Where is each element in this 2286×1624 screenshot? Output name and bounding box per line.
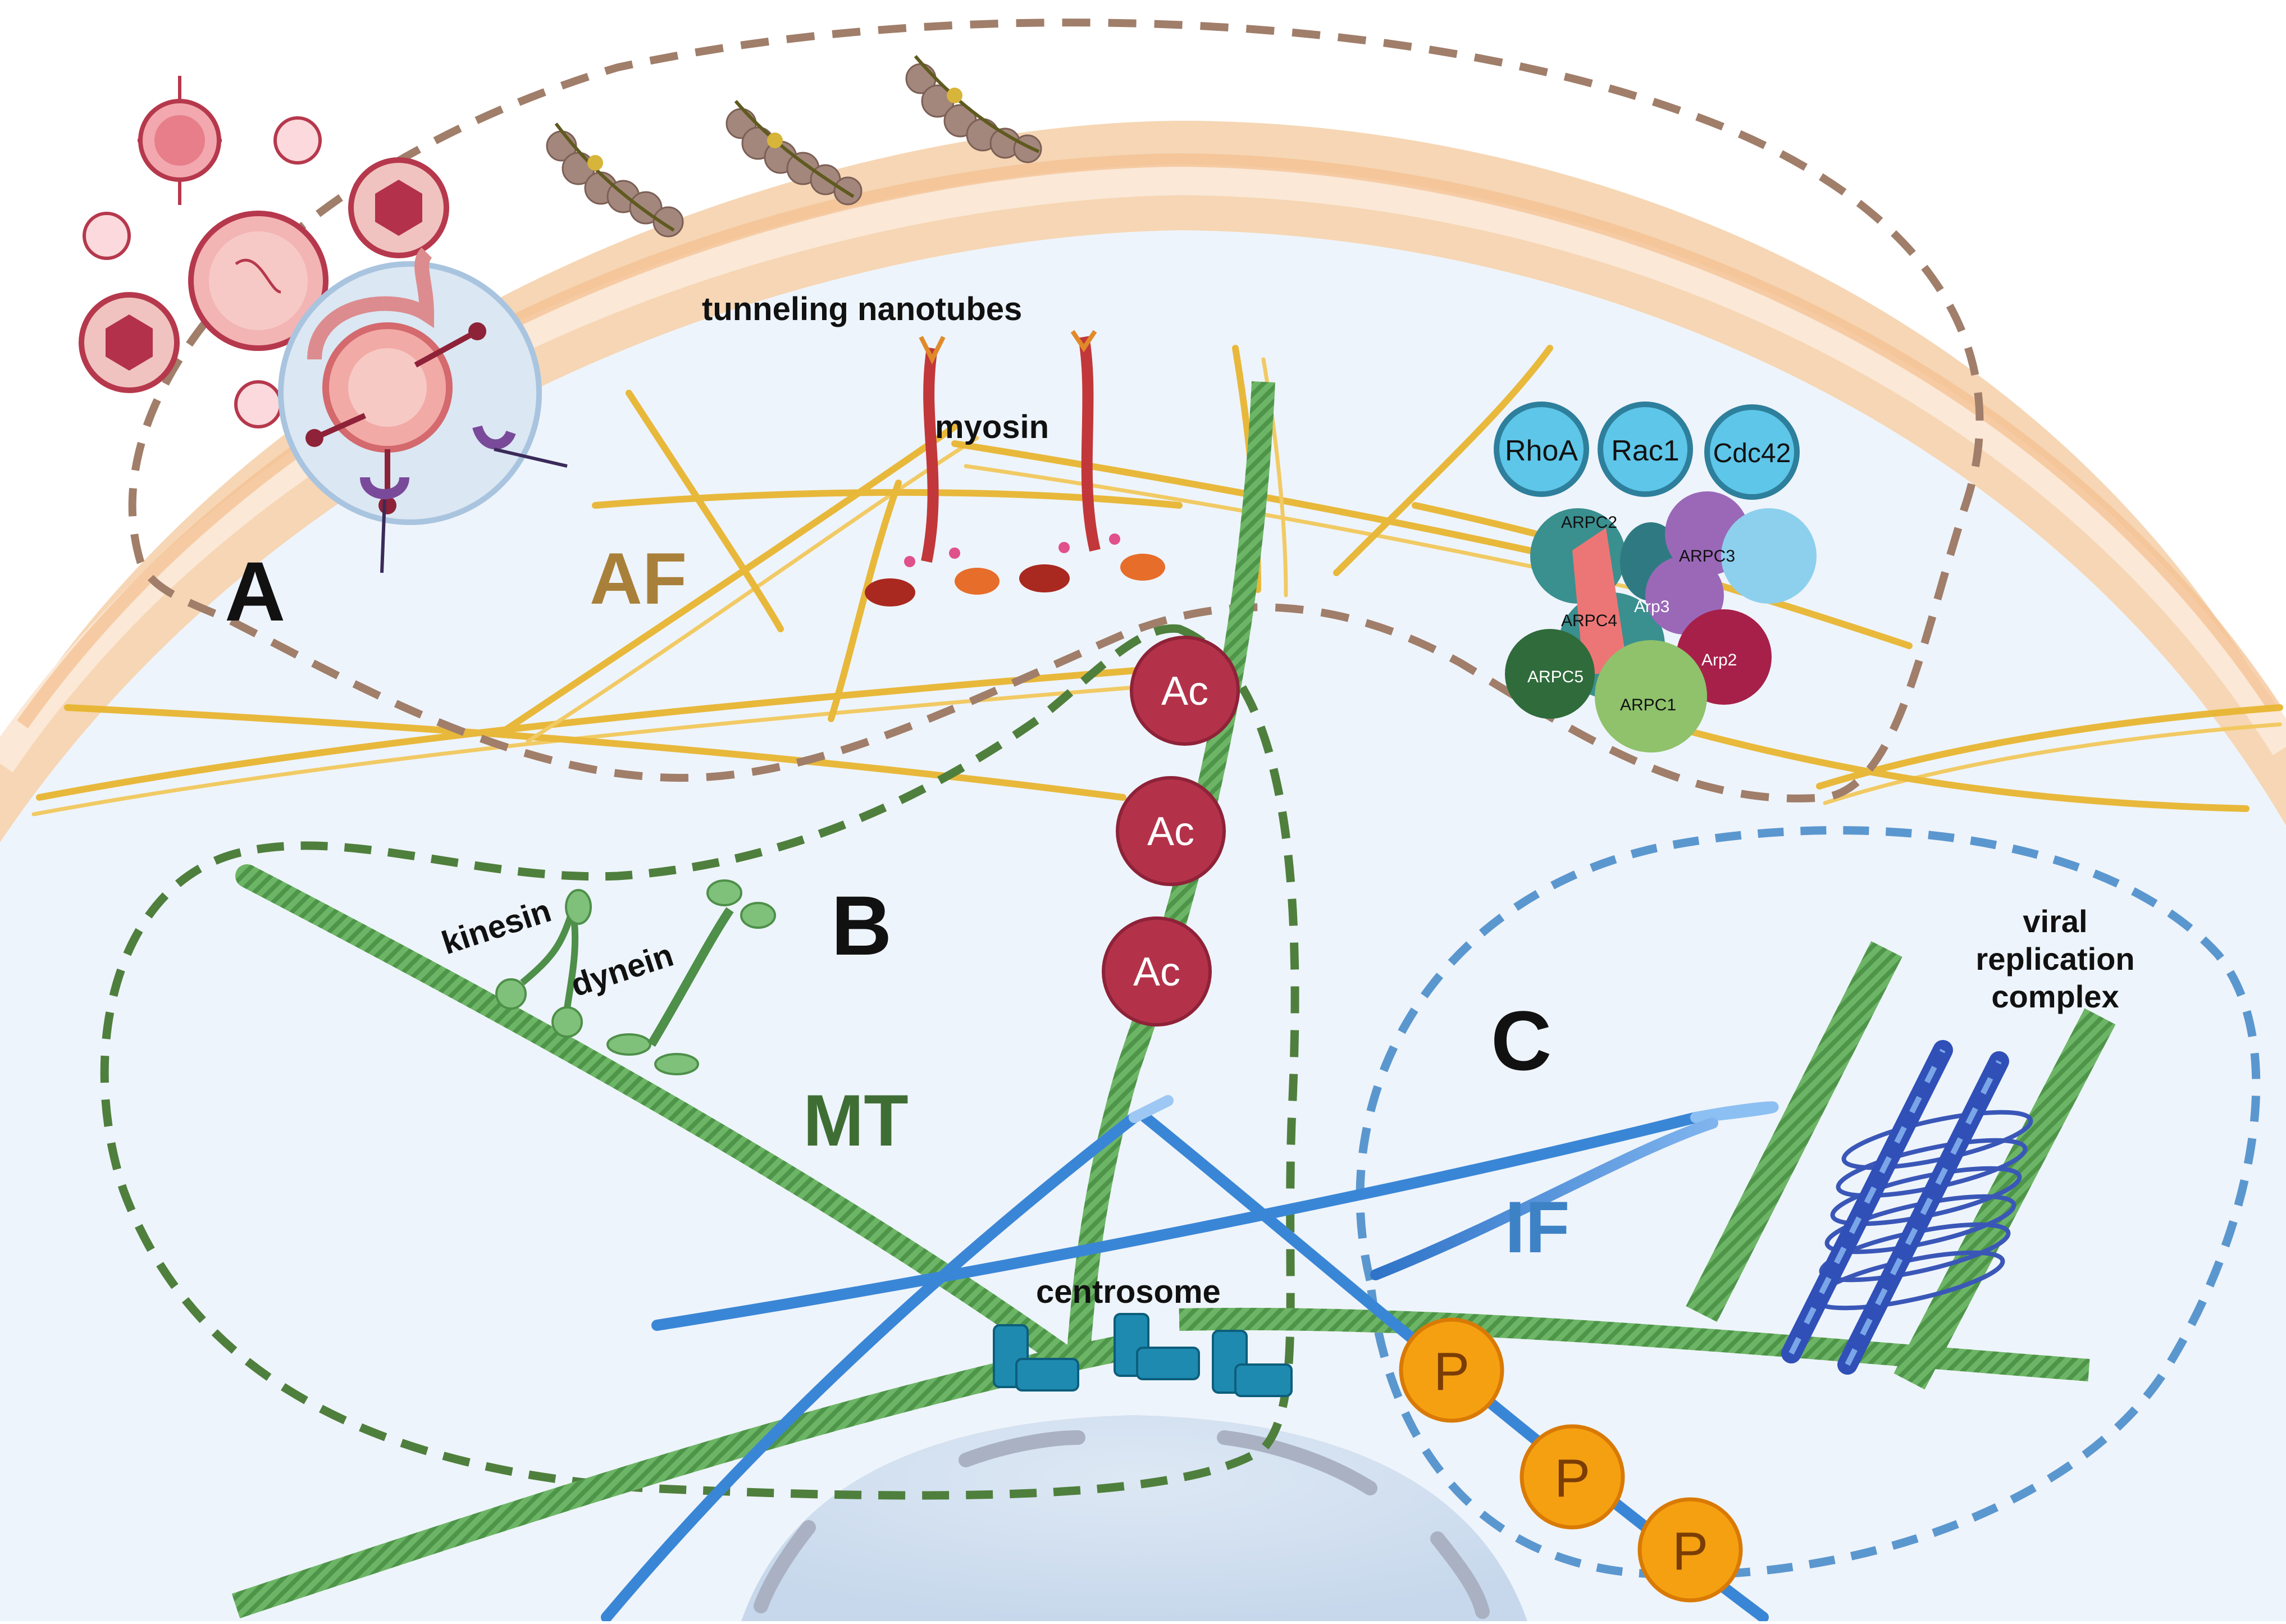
rhoa-node [1494, 402, 1589, 497]
arp3-label: Arp3 [1634, 597, 1669, 616]
rhoa-label: RhoA [1505, 435, 1578, 467]
region-a-outline [128, 19, 1984, 802]
region-c-outline [1356, 826, 2261, 1579]
phospho-label: P [1672, 1521, 1708, 1581]
cdc42-node [1704, 404, 1800, 500]
rac1-label: Rac1 [1611, 435, 1679, 467]
tunneling-nanotubes [546, 55, 1042, 238]
centrosome-label: centrosome [1036, 1274, 1221, 1310]
phospho-label: P [1434, 1342, 1470, 1402]
cdc42-label: Cdc42 [1713, 439, 1791, 468]
viral-label: viral [2023, 904, 2087, 939]
centriole-icon [993, 1313, 1293, 1397]
replication-label: replication [1975, 941, 2134, 977]
arp23-complex-icon [1505, 491, 1817, 752]
phospho-mark [1520, 1424, 1625, 1530]
arpc3-label: ARPC3 [1679, 547, 1735, 565]
acetyl-mark [1116, 776, 1226, 886]
nuclear-envelope [754, 1430, 1490, 1619]
rho-gtpase-group: RhoA Rac1 Cdc42 [1494, 402, 1800, 500]
myosin-motor-icon [865, 330, 1165, 606]
tunneling-nanotubes-label: tunneling nanotubes [702, 291, 1022, 327]
panel-b-label: B [831, 878, 892, 973]
phospho-label: P [1554, 1448, 1590, 1508]
complex-label: complex [1991, 979, 2119, 1014]
phospho-mark [1637, 1497, 1743, 1603]
arpc2-label: ARPC2 [1561, 513, 1617, 532]
mt-label: MT [803, 1079, 909, 1161]
dynein-icon [606, 879, 776, 1075]
acetyl-label: Ac [1147, 809, 1194, 854]
acetylation-marks: Ac Ac Ac [1102, 636, 1240, 1027]
virus-icon [79, 76, 449, 428]
arp23-labels: ARPC2 ARPC3 Arp3 ARPC4 ARPC5 Arp2 ARPC1 [1527, 513, 1737, 714]
endocytic-vesicle-icon [278, 247, 568, 573]
phospho-mark [1399, 1317, 1504, 1423]
rac1-node [1598, 402, 1693, 497]
arpc1-label: ARPC1 [1620, 696, 1676, 714]
arpc5-label: ARPC5 [1527, 668, 1584, 686]
kinesin-icon [495, 889, 592, 1038]
panel-c-label: C [1491, 993, 1552, 1088]
if-label: IF [1505, 1186, 1570, 1268]
acetyl-mark [1130, 636, 1240, 746]
replication-complex-icon [1781, 1040, 2033, 1375]
panel-a-label: A [225, 544, 285, 638]
arp2-label: Arp2 [1701, 651, 1737, 669]
acetyl-label: Ac [1133, 950, 1180, 995]
acetyl-mark [1102, 916, 1212, 1027]
myosin-label: myosin [935, 409, 1049, 445]
phosphorylation-marks: P P P [1399, 1317, 1743, 1603]
acetyl-label: Ac [1161, 669, 1208, 714]
af-label: AF [590, 537, 687, 619]
arpc4-label: ARPC4 [1561, 612, 1617, 630]
